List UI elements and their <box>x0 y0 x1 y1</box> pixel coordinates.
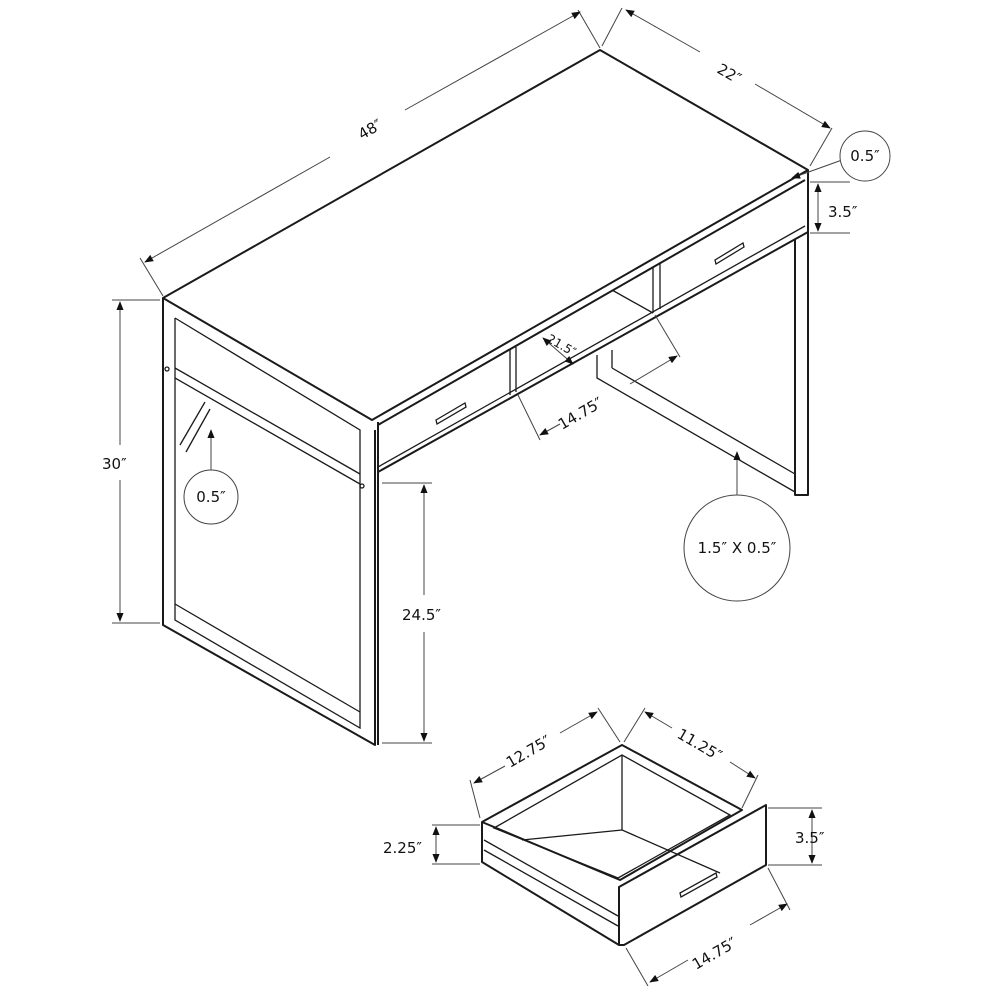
height-label: 30″ <box>102 455 127 473</box>
left-side-frame <box>162 298 376 746</box>
drawer-dimensions: 12.75″ 11.25″ 2.25″ 3.5″ 14.75″ <box>383 707 825 987</box>
panel-thickness-label: 0.5″ <box>196 488 226 506</box>
drawer-front <box>618 804 767 946</box>
inner-depth-label: 21.5″ <box>545 331 579 359</box>
drawer-depth-label: 12.75″ <box>503 731 554 771</box>
leg-profile-label: 1.5″ X 0.5″ <box>698 539 777 557</box>
drawer-width-label: 11.25″ <box>674 725 725 765</box>
top-thickness-callout <box>839 130 891 182</box>
drawer-box-height-label: 2.25″ <box>383 839 422 857</box>
panel-thickness-callout <box>183 469 239 525</box>
apron-height-label: 3.5″ <box>828 203 858 221</box>
desk-drawing <box>162 49 809 746</box>
drawer-front-width-label: 14.75″ <box>689 933 740 973</box>
drawer-front-height-label: 3.5″ <box>795 829 825 847</box>
right-drawer-handle <box>714 241 745 266</box>
drawer-opening-label: 14.75″ <box>555 393 606 433</box>
drawer-handle <box>679 872 718 898</box>
desk-dimensions: 48″ 22″ 0.5″ 3.5″ 30″ 0.5″ 21.5″ 14.75″ … <box>102 7 891 744</box>
leg-profile-callout <box>683 494 791 602</box>
depth-label: 22″ <box>714 60 745 88</box>
drawer-drawing <box>481 744 767 946</box>
left-drawer-handle <box>435 402 467 425</box>
width-label: 48″ <box>355 115 386 143</box>
clearance-height-label: 24.5″ <box>402 606 441 624</box>
desk-top <box>162 49 809 421</box>
top-thickness-label: 0.5″ <box>850 147 880 165</box>
